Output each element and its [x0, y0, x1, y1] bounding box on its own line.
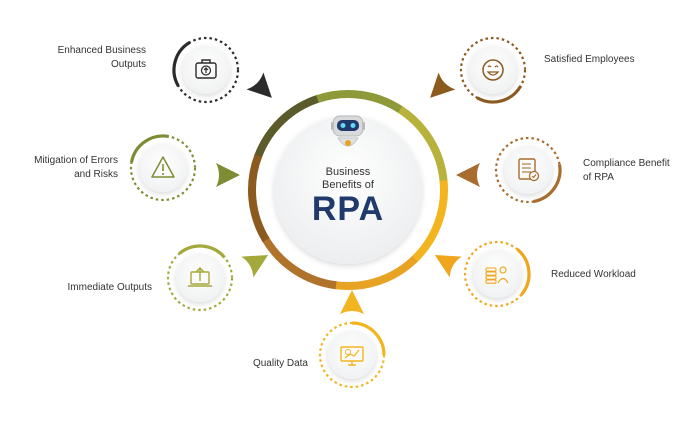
benefit-node	[129, 134, 197, 202]
benefit-label-quality-data: Quality Data	[252, 358, 308, 369]
benefit-node	[494, 136, 562, 204]
benefit-node	[172, 36, 240, 104]
ring-segment	[397, 105, 448, 183]
arrow-pointer	[340, 290, 364, 314]
benefit-label-immediate-outputs: Immediate Outputs	[67, 282, 152, 293]
benefit-node	[463, 240, 531, 308]
coins-person-icon	[485, 266, 509, 284]
laptop-upload-icon	[188, 267, 212, 287]
benefit-label-compliance-benefit: Compliance Benefit of RPA	[583, 158, 670, 183]
nodes-layer	[129, 36, 562, 389]
arrow-pointer	[430, 72, 456, 98]
benefit-label-reduced-workload: Reduced Workload	[551, 269, 636, 280]
briefcase-icon	[195, 59, 217, 79]
arrow-pointer	[246, 72, 272, 98]
arrow-pointer	[434, 255, 462, 278]
monitor-chart-icon	[340, 346, 364, 366]
benefit-node	[318, 321, 386, 389]
center-caption: Business Benefits of	[322, 166, 374, 191]
arrows-layer	[216, 72, 480, 314]
ring-segment	[333, 255, 418, 290]
ring-segment	[254, 94, 321, 159]
warning-icon	[151, 156, 175, 178]
arrow-pointer	[456, 163, 480, 187]
arrow-pointer	[241, 255, 269, 278]
benefit-label-enhanced-business-outputs: Enhanced Business Outputs	[57, 45, 146, 70]
center-ring	[248, 90, 448, 290]
checklist-icon	[518, 158, 540, 182]
ring-segment	[248, 154, 270, 243]
center-title: RPA	[311, 190, 385, 228]
benefit-node	[166, 244, 234, 312]
benefit-label-mitigation-of-errors: Mitigation of Errors and Risks	[34, 155, 118, 180]
ring-segment	[261, 236, 337, 290]
benefit-label-satisfied-employees: Satisfied Employees	[544, 54, 635, 65]
arrow-pointer	[216, 163, 240, 187]
center-circle	[274, 116, 422, 264]
ring-segment	[411, 180, 448, 263]
robot-icon	[331, 115, 365, 147]
benefit-node	[459, 36, 527, 104]
ring-segment	[316, 90, 404, 114]
smiley-icon	[482, 59, 504, 81]
